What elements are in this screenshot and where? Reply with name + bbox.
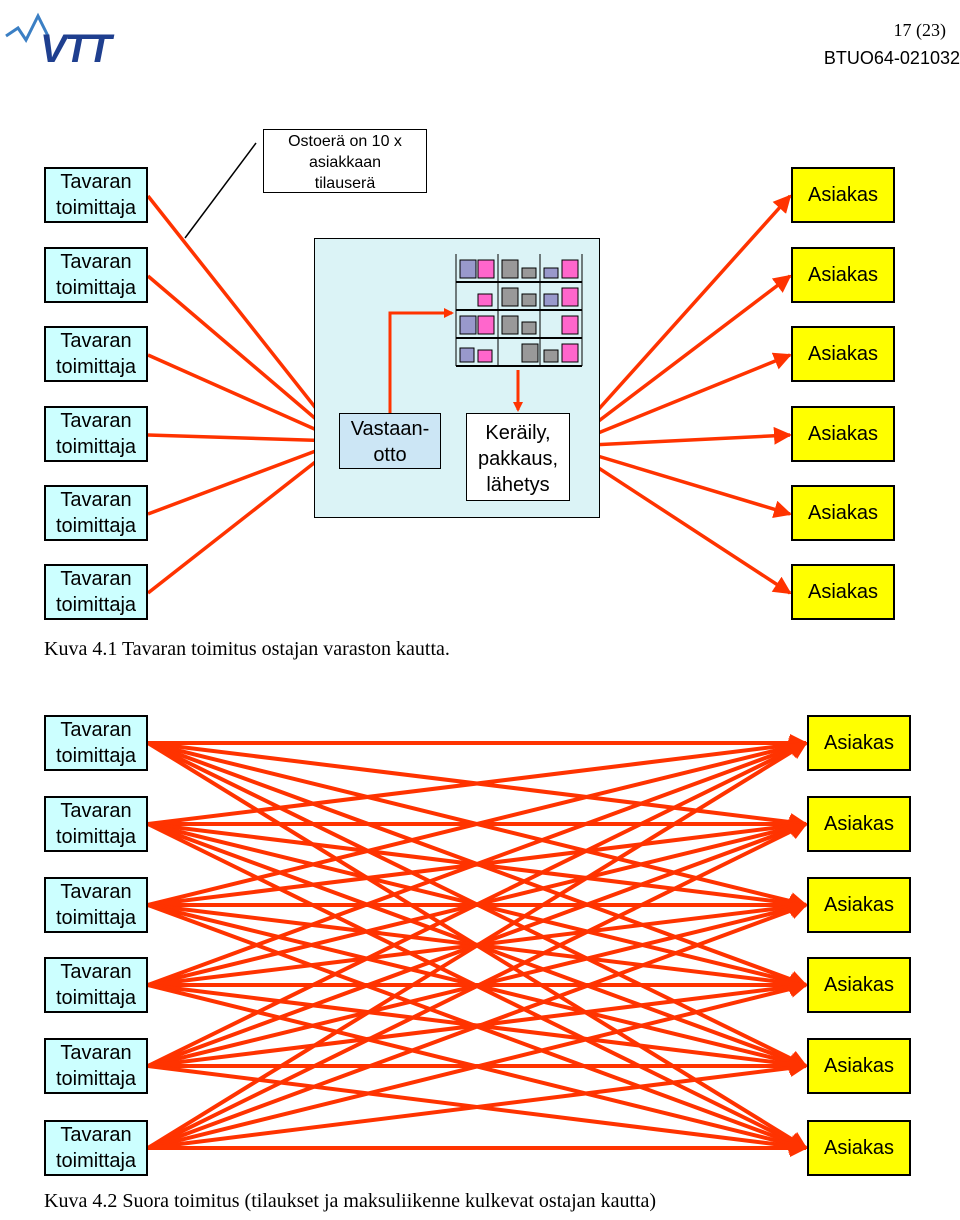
customer-label: Asiakas — [823, 894, 895, 916]
figure2-customer-box: Asiakas — [807, 796, 911, 852]
supplier-label: Tavaran — [60, 171, 132, 193]
figure1-customer-box: Asiakas — [791, 326, 895, 382]
picking-box: Keräily, pakkaus, lähetys — [466, 413, 570, 501]
figure2-customer-box: Asiakas — [807, 877, 911, 933]
supplier-label: Tavaran — [60, 1124, 132, 1146]
page-number: 17 (23) — [893, 20, 947, 40]
customer-label: Asiakas — [823, 732, 895, 754]
receiving-box: Vastaan- otto — [339, 413, 441, 469]
figure2-supplier-box: Tavaran toimittaja — [44, 715, 148, 771]
figure2-customer-box: Asiakas — [807, 957, 911, 1013]
note-line: Ostoerä on 10 x — [288, 133, 402, 150]
customer-label: Asiakas — [807, 343, 879, 365]
figure1-customer-box: Asiakas — [791, 564, 895, 620]
note-line: asiakkaan — [308, 154, 382, 171]
figure1-customer-box: Asiakas — [791, 406, 895, 462]
figure1-supplier-box: Tavaran toimittaja — [44, 326, 148, 382]
figure1-customer-box: Asiakas — [791, 247, 895, 303]
supplier-label: toimittaja — [55, 826, 137, 848]
vtt-logo: VTT — [4, 6, 164, 71]
supplier-label: Tavaran — [60, 568, 132, 590]
supplier-label: Tavaran — [60, 961, 132, 983]
supplier-label: toimittaja — [55, 745, 137, 767]
direct-delivery-arrow — [147, 736, 808, 826]
customer-label: Asiakas — [823, 1055, 895, 1077]
figure2-customer-box: Asiakas — [807, 1038, 911, 1094]
figure1-supplier-box: Tavaran toimittaja — [44, 485, 148, 541]
picking-to-customer-arrows — [569, 194, 792, 595]
customer-label: Asiakas — [823, 1137, 895, 1159]
supplier-label: Tavaran — [60, 410, 132, 432]
customer-label: Asiakas — [807, 264, 879, 286]
figure1-customer-box: Asiakas — [791, 167, 895, 223]
receiving-label: Vastaan- — [350, 418, 430, 440]
figure1-caption: Kuva 4.1 Tavaran toimitus ostajan varast… — [44, 638, 450, 660]
customer-label: Asiakas — [807, 184, 879, 206]
supplier-label: Tavaran — [60, 719, 132, 741]
direct-delivery-arrow — [147, 741, 808, 1068]
supplier-label: Tavaran — [60, 800, 132, 822]
supplier-label: toimittaja — [55, 356, 137, 378]
direct-delivery-arrow — [147, 1059, 808, 1150]
direct-delivery-arrow — [147, 902, 808, 1150]
figure1-supplier-box: Tavaran toimittaja — [44, 406, 148, 462]
supplier-label: toimittaja — [55, 1068, 137, 1090]
direct-delivery-arrow — [147, 738, 808, 907]
figure2-caption: Kuva 4.2 Suora toimitus (tilaukset ja ma… — [44, 1190, 657, 1212]
receiving-label: otto — [373, 444, 407, 466]
svg-text:VTT: VTT — [40, 27, 115, 66]
customer-label: Asiakas — [823, 974, 895, 996]
supplier-label: Tavaran — [60, 881, 132, 903]
supplier-to-receiving-arrows — [146, 194, 339, 595]
figure2-supplier-box: Tavaran toimittaja — [44, 957, 148, 1013]
note-pointer-line — [184, 142, 257, 239]
supplier-label: Tavaran — [60, 330, 132, 352]
figure1-customer-box: Asiakas — [791, 485, 895, 541]
direct-delivery-arrow — [147, 740, 808, 987]
figure2-customer-box: Asiakas — [807, 1120, 911, 1176]
direct-delivery-arrow — [147, 980, 808, 1150]
figure2-customer-box: Asiakas — [807, 715, 911, 771]
picking-label: Keräily, — [485, 422, 551, 444]
customer-label: Asiakas — [807, 423, 879, 445]
supplier-label: toimittaja — [55, 987, 137, 1009]
customer-label: Asiakas — [807, 502, 879, 524]
picking-label: lähetys — [486, 474, 550, 496]
supplier-label: toimittaja — [55, 436, 137, 458]
direct-delivery-arrow — [147, 822, 808, 1150]
figure1-supplier-box: Tavaran toimittaja — [44, 167, 148, 223]
supplier-label: toimittaja — [55, 515, 137, 537]
supplier-label: toimittaja — [55, 907, 137, 929]
supplier-label: Tavaran — [60, 489, 132, 511]
supplier-label: toimittaja — [55, 1150, 137, 1172]
supplier-label: toimittaja — [55, 197, 137, 219]
customer-label: Asiakas — [807, 581, 879, 603]
supplier-label: Tavaran — [60, 251, 132, 273]
figure2-supplier-box: Tavaran toimittaja — [44, 1038, 148, 1094]
figure2-supplier-box: Tavaran toimittaja — [44, 877, 148, 933]
figure2-supplier-box: Tavaran toimittaja — [44, 796, 148, 852]
figure1-supplier-box: Tavaran toimittaja — [44, 247, 148, 303]
customer-label: Asiakas — [823, 813, 895, 835]
supplier-label: toimittaja — [55, 594, 137, 616]
direct-delivery-arrow — [146, 741, 808, 1150]
document-code: BTUO64-021032 — [823, 48, 960, 68]
picking-label: pakkaus, — [477, 448, 559, 470]
batch-size-note: Ostoerä on 10 x asiakkaan tilauserä — [263, 129, 427, 193]
figure2-supplier-box: Tavaran toimittaja — [44, 1120, 148, 1176]
figure1-supplier-box: Tavaran toimittaja — [44, 564, 148, 620]
supplier-label: toimittaja — [55, 277, 137, 299]
supplier-label: Tavaran — [60, 1042, 132, 1064]
note-line: tilauserä — [314, 175, 376, 192]
